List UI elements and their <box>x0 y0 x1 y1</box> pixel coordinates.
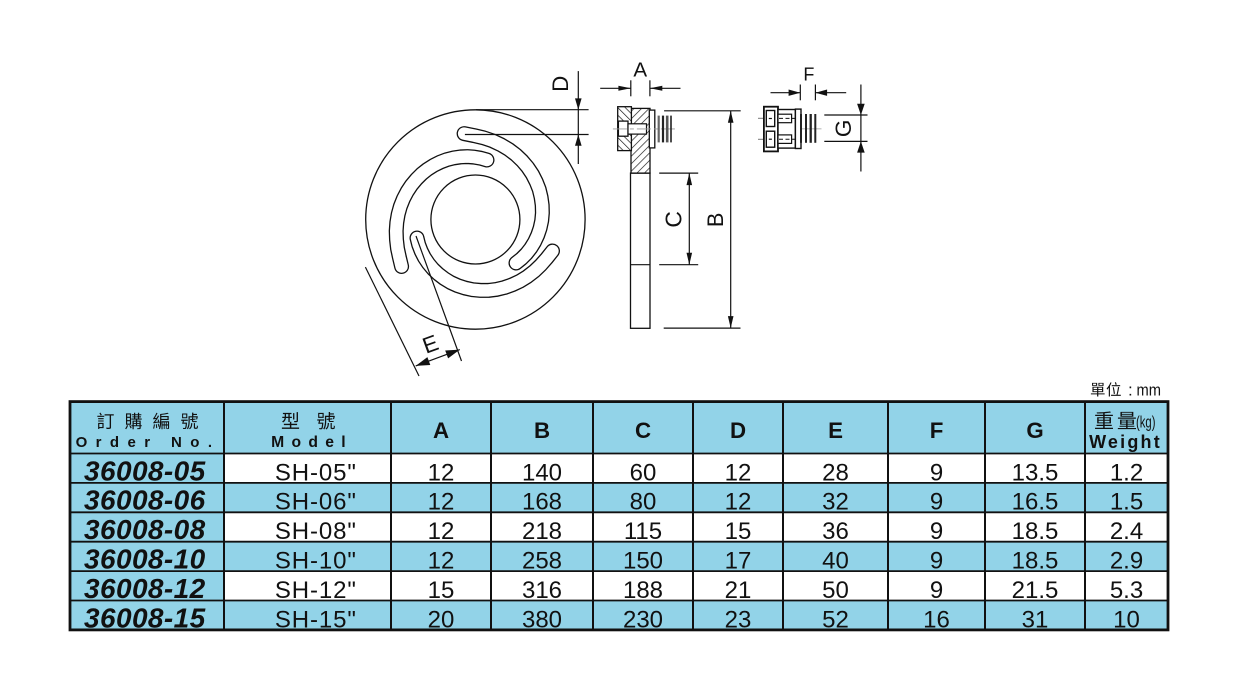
svg-text::: : <box>1128 380 1133 399</box>
svg-text:168: 168 <box>522 489 562 516</box>
svg-text:16.5: 16.5 <box>1012 489 1059 516</box>
svg-text:SH-12": SH-12" <box>275 577 357 604</box>
svg-text:2.9: 2.9 <box>1110 548 1143 575</box>
svg-text:20: 20 <box>428 606 455 633</box>
svg-text:12: 12 <box>428 518 455 545</box>
svg-text:(kg): (kg) <box>1136 412 1156 431</box>
svg-text:B: B <box>703 213 728 228</box>
svg-text:40: 40 <box>822 548 849 575</box>
svg-text:12: 12 <box>725 489 752 516</box>
svg-text:60: 60 <box>630 459 657 486</box>
svg-text:1.5: 1.5 <box>1110 489 1143 516</box>
svg-text:80: 80 <box>630 489 657 516</box>
svg-text:SH-06": SH-06" <box>275 489 357 516</box>
svg-text:36008-06: 36008-06 <box>84 485 206 516</box>
svg-text:316: 316 <box>522 577 562 604</box>
svg-text:SH-10": SH-10" <box>275 548 357 575</box>
svg-text:1.2: 1.2 <box>1110 459 1143 486</box>
svg-text:12: 12 <box>428 459 455 486</box>
svg-text:SH-15": SH-15" <box>275 606 357 633</box>
svg-text:12: 12 <box>725 459 752 486</box>
svg-text:9: 9 <box>930 489 943 516</box>
svg-text:5.3: 5.3 <box>1110 577 1143 604</box>
svg-text:A: A <box>633 59 647 82</box>
svg-text:188: 188 <box>623 577 663 604</box>
svg-text:16: 16 <box>923 606 950 633</box>
svg-text:9: 9 <box>930 459 943 486</box>
svg-text:36008-15: 36008-15 <box>84 602 206 633</box>
svg-text:50: 50 <box>822 577 849 604</box>
svg-text:SH-05": SH-05" <box>275 459 357 486</box>
svg-text:G: G <box>831 120 856 138</box>
svg-text:Weight: Weight <box>1089 432 1162 452</box>
svg-text:G: G <box>1026 418 1043 443</box>
svg-text:218: 218 <box>522 518 562 545</box>
svg-text:36008-08: 36008-08 <box>84 514 206 545</box>
svg-text:15: 15 <box>725 518 752 545</box>
svg-text:12: 12 <box>428 489 455 516</box>
svg-text:258: 258 <box>522 548 562 575</box>
svg-text:150: 150 <box>623 548 663 575</box>
svg-text:D: D <box>548 76 573 92</box>
svg-text:2.4: 2.4 <box>1110 518 1143 545</box>
svg-text:36008-05: 36008-05 <box>84 455 206 486</box>
svg-text:380: 380 <box>522 606 562 633</box>
svg-text:F: F <box>930 418 944 443</box>
svg-text:21: 21 <box>725 577 752 604</box>
svg-text:9: 9 <box>930 518 943 545</box>
svg-text:SH-08": SH-08" <box>275 518 357 545</box>
svg-text:36008-10: 36008-10 <box>84 544 206 575</box>
svg-text:32: 32 <box>822 489 849 516</box>
svg-text:36008-12: 36008-12 <box>84 573 206 604</box>
svg-text:18.5: 18.5 <box>1012 548 1059 575</box>
svg-text:52: 52 <box>822 606 849 633</box>
svg-text:E: E <box>828 418 843 443</box>
svg-text:23: 23 <box>725 606 752 633</box>
svg-text:A: A <box>433 418 449 443</box>
svg-text:12: 12 <box>428 548 455 575</box>
svg-text:F: F <box>803 65 814 85</box>
svg-text:D: D <box>730 418 746 443</box>
svg-text:13.5: 13.5 <box>1012 459 1059 486</box>
svg-text:31: 31 <box>1022 606 1049 633</box>
svg-text:Model: Model <box>271 434 353 451</box>
svg-text:C: C <box>635 418 651 443</box>
svg-text:mm: mm <box>1137 380 1162 399</box>
svg-text:140: 140 <box>522 459 562 486</box>
svg-text:17: 17 <box>725 548 752 575</box>
svg-text:B: B <box>534 418 550 443</box>
svg-text:Order No.: Order No. <box>76 434 221 451</box>
svg-text:C: C <box>661 211 687 227</box>
svg-text:36: 36 <box>822 518 849 545</box>
svg-text:21.5: 21.5 <box>1012 577 1059 604</box>
svg-text:15: 15 <box>428 577 455 604</box>
svg-text:28: 28 <box>822 459 849 486</box>
svg-text:9: 9 <box>930 577 943 604</box>
svg-text:9: 9 <box>930 548 943 575</box>
svg-text:115: 115 <box>624 518 662 545</box>
svg-text:E: E <box>419 330 442 359</box>
svg-text:18.5: 18.5 <box>1012 518 1059 545</box>
svg-text:230: 230 <box>623 606 663 633</box>
svg-text:10: 10 <box>1113 606 1140 633</box>
